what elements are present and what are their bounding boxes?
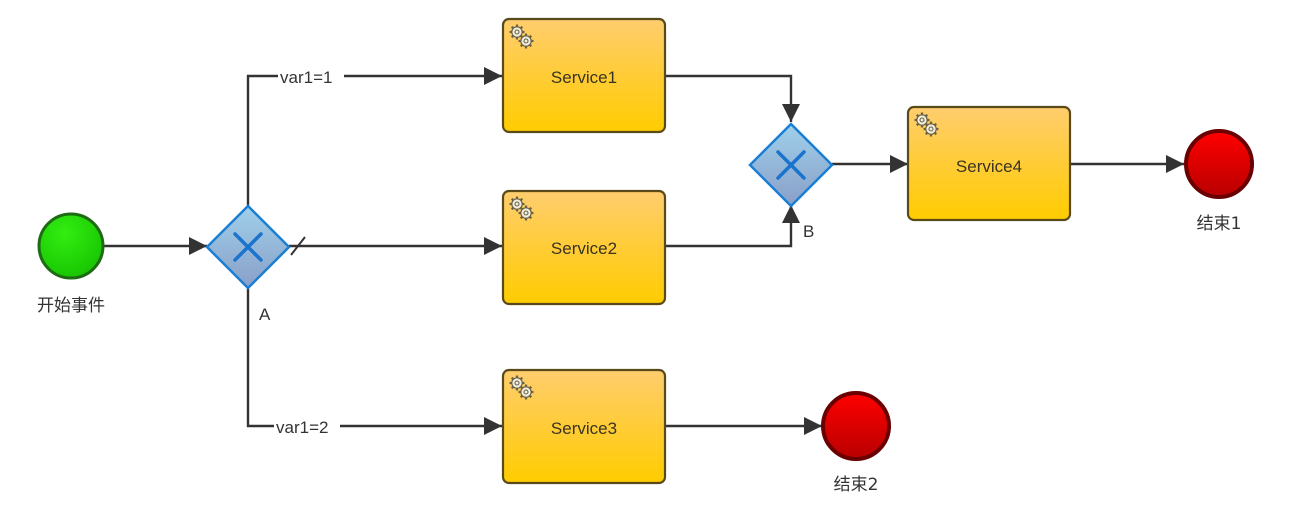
task-service4[interactable]: Service4: [906, 105, 1072, 222]
x-icon: [233, 232, 263, 262]
gateway-b[interactable]: [748, 122, 834, 208]
end-event-2-label: 结束2: [834, 475, 879, 495]
end-event-1[interactable]: [1184, 129, 1254, 199]
end-event-1-label: 结束1: [1197, 214, 1242, 234]
x-icon: [776, 150, 806, 180]
end-event-2[interactable]: [821, 391, 891, 461]
task-service1[interactable]: Service1: [501, 17, 667, 134]
start-event-label: 开始事件: [37, 296, 105, 316]
flow-gateway-a-to-service1[interactable]: [246, 67, 502, 206]
start-event[interactable]: [37, 212, 105, 280]
flow-gateway-a-to-service3[interactable]: [246, 287, 502, 435]
gateway-a-label: A: [259, 305, 271, 324]
task-service2-label: Service2: [551, 239, 617, 258]
task-service1-label: Service1: [551, 68, 617, 87]
task-service3-label: Service3: [551, 419, 617, 438]
task-service2[interactable]: Service2: [501, 189, 667, 306]
svg-text:var1=2: var1=2: [276, 418, 328, 437]
flow-service1-to-gateway-b[interactable]: [666, 74, 800, 122]
gateway-b-label: B: [803, 222, 814, 241]
task-service3[interactable]: Service3: [501, 368, 667, 485]
default-flow-slash-icon: [290, 236, 306, 256]
condition-label-var1-1: var1=1: [278, 66, 344, 87]
gateway-a[interactable]: [205, 204, 291, 290]
task-service4-label: Service4: [956, 157, 1022, 176]
flow-service2-to-gateway-b[interactable]: [666, 205, 800, 248]
condition-label-var1-2: var1=2: [274, 416, 340, 437]
svg-text:var1=1: var1=1: [280, 68, 332, 87]
